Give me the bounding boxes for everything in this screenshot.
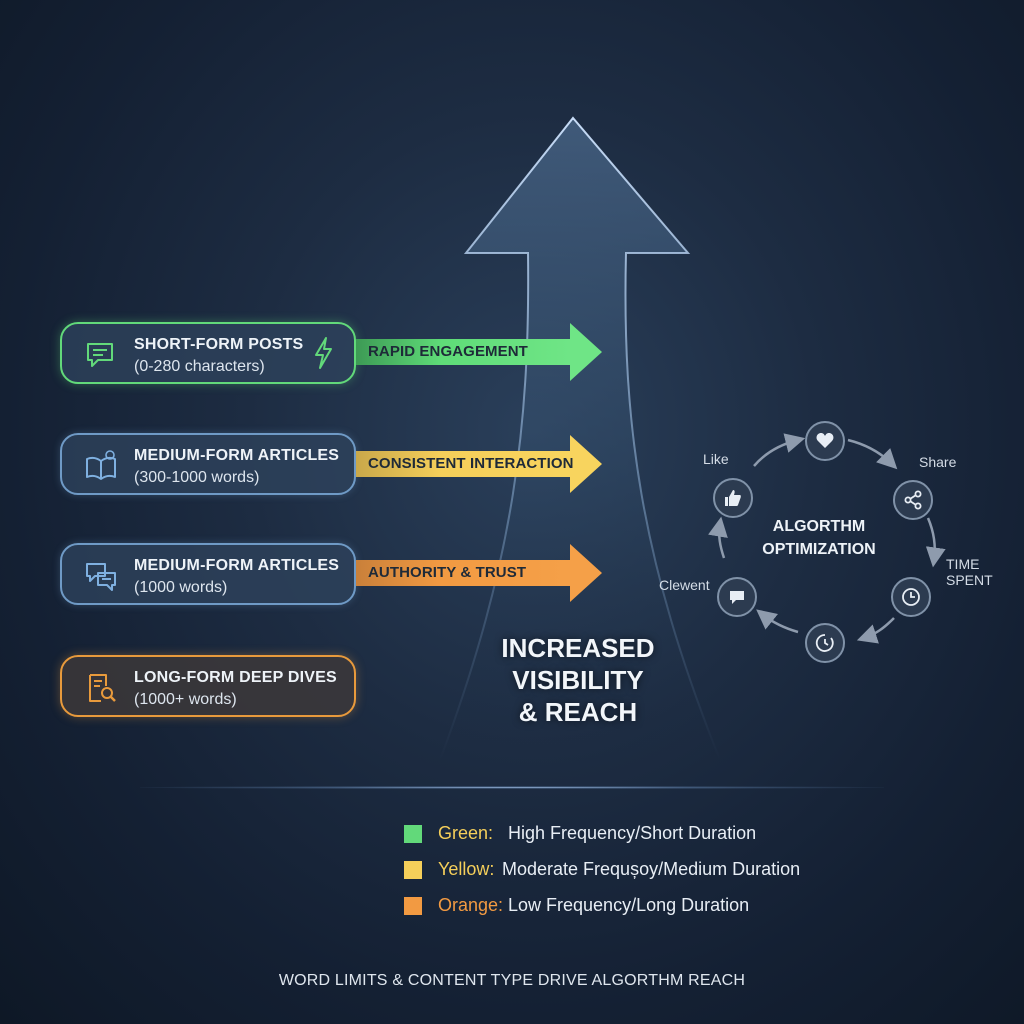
content-type-limit: (1000+ words)	[134, 691, 237, 708]
time-label-line: TIME	[946, 556, 980, 572]
legend-description: High Frequency/Short Duration	[508, 823, 757, 843]
content-type-medium-form-2: MEDIUM-FORM ARTICLES (1000 words)	[60, 543, 356, 605]
reach-caption: INCREASED VISIBILITY & REACH	[488, 632, 668, 728]
like-label: Like	[703, 451, 729, 467]
algorithm-optimization-title: ALGORTHM OPTIMIZATION	[760, 515, 878, 561]
comment-icon	[730, 591, 744, 604]
content-type-short-form: SHORT-FORM POSTS (0-280 characters)	[60, 322, 356, 384]
lightning-bolt-icon	[315, 337, 332, 369]
share-label: Share	[919, 454, 957, 470]
flow-arrow-consistent-interaction: CONSISTENT INTERACTION	[356, 435, 602, 493]
comment-node	[717, 577, 757, 617]
timer-node	[805, 623, 845, 663]
content-type-limit: (1000 words)	[134, 579, 228, 596]
share-icon	[904, 490, 922, 510]
flow-arrow-authority-trust: AUTHORITY & TRUST	[356, 544, 602, 602]
content-type-title: LONG-FORM DEEP DIVES	[134, 669, 337, 686]
cycle-arrows	[708, 433, 946, 644]
heart-node	[805, 421, 845, 461]
flow-arrow-rapid-engagement: RAPID ENGAGEMENT	[356, 323, 602, 381]
content-type-long-form: LONG-FORM DEEP DIVES (1000+ words)	[60, 655, 356, 717]
thumbs-up-icon	[725, 490, 741, 506]
legend-key: Yellow:	[438, 859, 495, 879]
caption-line: & REACH	[518, 697, 638, 727]
legend-key: Orange:	[438, 895, 504, 915]
time-spent-label: TIME SPENT	[946, 556, 993, 588]
content-type-title: MEDIUM-FORM ARTICLES	[134, 447, 340, 464]
open-book-icon	[86, 450, 116, 480]
content-type-title: MEDIUM-FORM ARTICLES	[134, 557, 340, 574]
content-type-limit: (0-280 characters)	[134, 358, 265, 375]
comment-label: Clewent	[659, 577, 710, 593]
caption-line: VISIBILITY	[512, 665, 644, 695]
flow-label: RAPID ENGAGEMENT	[368, 343, 528, 360]
flow-label: CONSISTENT INTERACTION	[368, 455, 574, 472]
cycle-title-line: ALGORTHM	[772, 518, 866, 535]
legend-description: Moderate Frequșoy/Medium Duration	[502, 859, 801, 879]
heart-icon	[816, 433, 834, 448]
clock-icon	[902, 588, 920, 606]
legend-description: Low Frequency/Long Duration	[508, 895, 750, 915]
legend-swatch	[404, 861, 422, 879]
legend-swatch	[404, 897, 422, 915]
flow-label: AUTHORITY & TRUST	[368, 564, 527, 581]
like-node	[713, 478, 753, 518]
time-node	[891, 577, 931, 617]
timer-icon	[815, 634, 834, 652]
cycle-title-line: OPTIMIZATION	[762, 541, 876, 558]
share-node	[893, 480, 933, 520]
conversation-icon	[86, 563, 116, 591]
legend-swatch	[404, 825, 422, 843]
content-type-limit: (300-1000 words)	[134, 469, 260, 486]
footer-caption: WORD LIMITS & CONTENT TYPE DRIVE ALGORTH…	[278, 972, 746, 989]
legend-key: Green:	[438, 823, 494, 843]
caption-line: INCREASED	[501, 633, 655, 663]
divider	[140, 786, 884, 789]
document-search-icon	[89, 674, 116, 702]
content-type-medium-form-1: MEDIUM-FORM ARTICLES (300-1000 words)	[60, 433, 356, 495]
content-type-title: SHORT-FORM POSTS	[134, 336, 304, 353]
chat-bubble-icon	[87, 343, 113, 367]
time-label-line: SPENT	[946, 572, 993, 588]
